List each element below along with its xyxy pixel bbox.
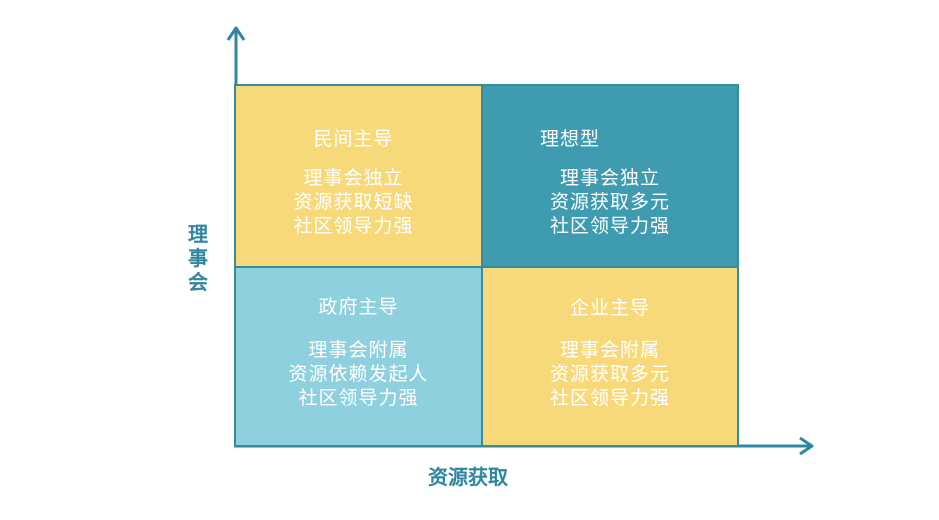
- quadrant-bottom-right: 企业主导 理事会附属 资源获取多元 社区领导力强: [481, 266, 739, 447]
- quadrant-body: 理事会独立 资源获取多元 社区领导力强: [483, 166, 737, 238]
- quadrant-line: 资源依赖发起人: [288, 363, 429, 385]
- y-axis-label-char: 会: [188, 270, 208, 294]
- quadrant-title: 政府主导: [318, 296, 399, 318]
- quadrant-top-left: 民间主导 理事会独立 资源获取短缺 社区领导力强: [234, 84, 483, 268]
- quadrant-line: 社区领导力强: [293, 215, 414, 237]
- quadrant-title: 理想型: [539, 128, 600, 150]
- quadrant-line: 资源获取短缺: [293, 191, 414, 213]
- quadrant-line: 社区领导力强: [549, 215, 670, 237]
- quadrant-line: 理事会独立: [559, 167, 660, 189]
- quadrant-line: 理事会附属: [559, 339, 660, 361]
- quadrant-line: 资源获取多元: [549, 191, 670, 213]
- quadrant-line: 理事会附属: [308, 339, 409, 361]
- y-axis-arrow-icon: [226, 26, 246, 41]
- y-axis-label-char: 理: [188, 222, 208, 246]
- x-axis-arrow-icon: [799, 436, 814, 456]
- quadrant-body: 理事会独立 资源获取短缺 社区领导力强: [236, 166, 471, 238]
- y-axis-label: 理 事 会: [186, 222, 210, 294]
- quadrant-body: 理事会附属 资源依赖发起人 社区领导力强: [236, 338, 481, 410]
- x-axis-label: 资源获取: [428, 465, 508, 489]
- y-axis-label-char: 事: [188, 246, 208, 270]
- quadrant-title: 企业主导: [569, 297, 650, 319]
- quadrant-top-right: 理想型 理事会独立 资源获取多元 社区领导力强: [481, 84, 739, 268]
- quadrant-line: 社区领导力强: [549, 387, 670, 409]
- quadrant-line: 理事会独立: [303, 167, 404, 189]
- quadrant-title: 民间主导: [313, 128, 394, 150]
- quadrant-body: 理事会附属 资源获取多元 社区领导力强: [483, 338, 737, 410]
- quadrant-line: 社区领导力强: [298, 387, 419, 409]
- quadrant-bottom-left: 政府主导 理事会附属 资源依赖发起人 社区领导力强: [234, 266, 483, 447]
- quadrant-line: 资源获取多元: [549, 363, 670, 385]
